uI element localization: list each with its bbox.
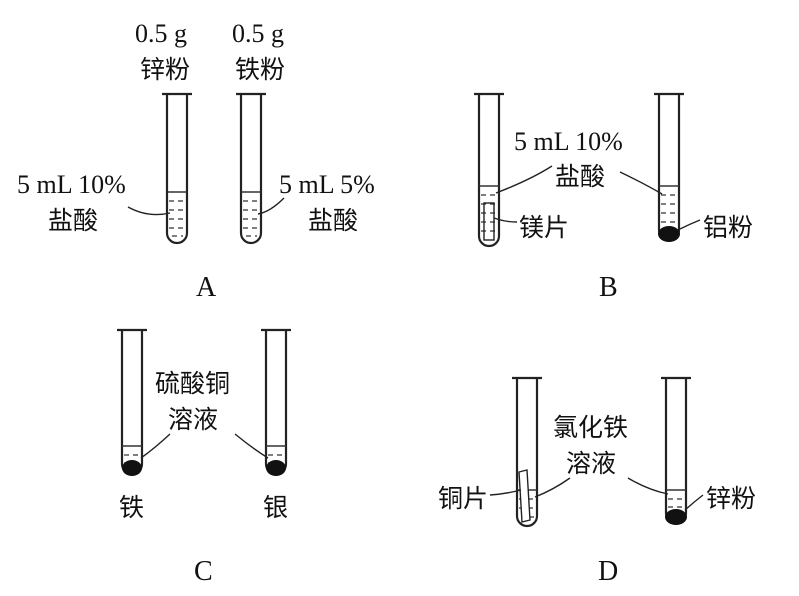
d-left-solid-leader — [489, 489, 522, 496]
b-liquid-amount: 5 mL 10% — [514, 127, 623, 156]
silver-piece — [266, 460, 286, 476]
a-right-leader-line — [257, 197, 285, 215]
d-right-test-tube — [661, 376, 691, 525]
b-left-test-tube — [474, 92, 504, 248]
panel-label-c: C — [194, 556, 213, 587]
a-left-liquid-name: 盐酸 — [48, 206, 98, 235]
d-liquid-name-line2: 溶液 — [566, 449, 616, 478]
a-right-test-tube — [236, 92, 266, 245]
a-right-solid: 铁粉 — [235, 55, 285, 84]
d-right-leader-line — [627, 477, 669, 495]
b-right-leader-solid — [679, 219, 701, 230]
c-right-leader-line — [234, 433, 269, 459]
panel-label-d: D — [598, 556, 618, 587]
d-right-solid-leader — [684, 494, 704, 511]
c-right-solid-label: 银 — [263, 493, 288, 522]
c-left-solid-label: 铁 — [119, 493, 144, 522]
b-left-leader-liquid — [495, 165, 553, 194]
b-right-solid-label: 铝粉 — [703, 213, 753, 242]
c-left-test-tube — [117, 328, 147, 476]
d-left-test-tube — [512, 376, 542, 528]
d-right-solid-label: 锌粉 — [706, 484, 756, 513]
c-left-leader-line — [140, 433, 171, 459]
iron-piece — [122, 460, 142, 476]
a-left-leader-line — [127, 206, 171, 216]
panel-c: 硫酸铜 溶液 铁 银 C — [117, 328, 291, 587]
d-left-leader-line — [534, 477, 571, 498]
a-left-mass: 0.5 g — [135, 19, 187, 48]
panel-label-b: B — [599, 272, 618, 303]
magnesium-strip — [483, 202, 495, 241]
panel-d: 氯化铁 溶液 铜片 锌粉 D — [438, 376, 756, 587]
c-liquid-name-line2: 溶液 — [168, 405, 218, 434]
a-right-liquid-name: 盐酸 — [308, 206, 358, 235]
b-left-solid-label: 镁片 — [519, 213, 569, 242]
zinc-powder — [665, 509, 687, 525]
c-right-test-tube — [261, 328, 291, 476]
c-liquid-name-line1: 硫酸铜 — [155, 369, 230, 398]
a-right-liquid-amount: 5 mL 5% — [279, 170, 375, 199]
copper-sheet — [518, 469, 531, 523]
d-left-solid-label: 铜片 — [438, 484, 488, 513]
aluminum-powder — [658, 226, 680, 242]
b-liquid-name: 盐酸 — [555, 162, 605, 191]
a-left-solid: 锌粉 — [140, 55, 190, 84]
panel-b: 5 mL 10% 盐酸 镁片 铝粉 B — [474, 92, 753, 303]
panel-a: 0.5 g 锌粉 0.5 g 铁粉 5 mL 10% 盐酸 5 mL 5% — [17, 19, 375, 303]
a-left-liquid-amount: 5 mL 10% — [17, 170, 126, 199]
a-right-mass: 0.5 g — [232, 19, 284, 48]
b-right-test-tube — [654, 92, 684, 242]
panel-label-a: A — [196, 272, 217, 303]
a-left-test-tube — [162, 92, 192, 245]
b-right-leader-liquid — [619, 171, 663, 195]
b-left-leader-solid — [493, 217, 518, 223]
d-liquid-name-line1: 氯化铁 — [553, 413, 628, 442]
